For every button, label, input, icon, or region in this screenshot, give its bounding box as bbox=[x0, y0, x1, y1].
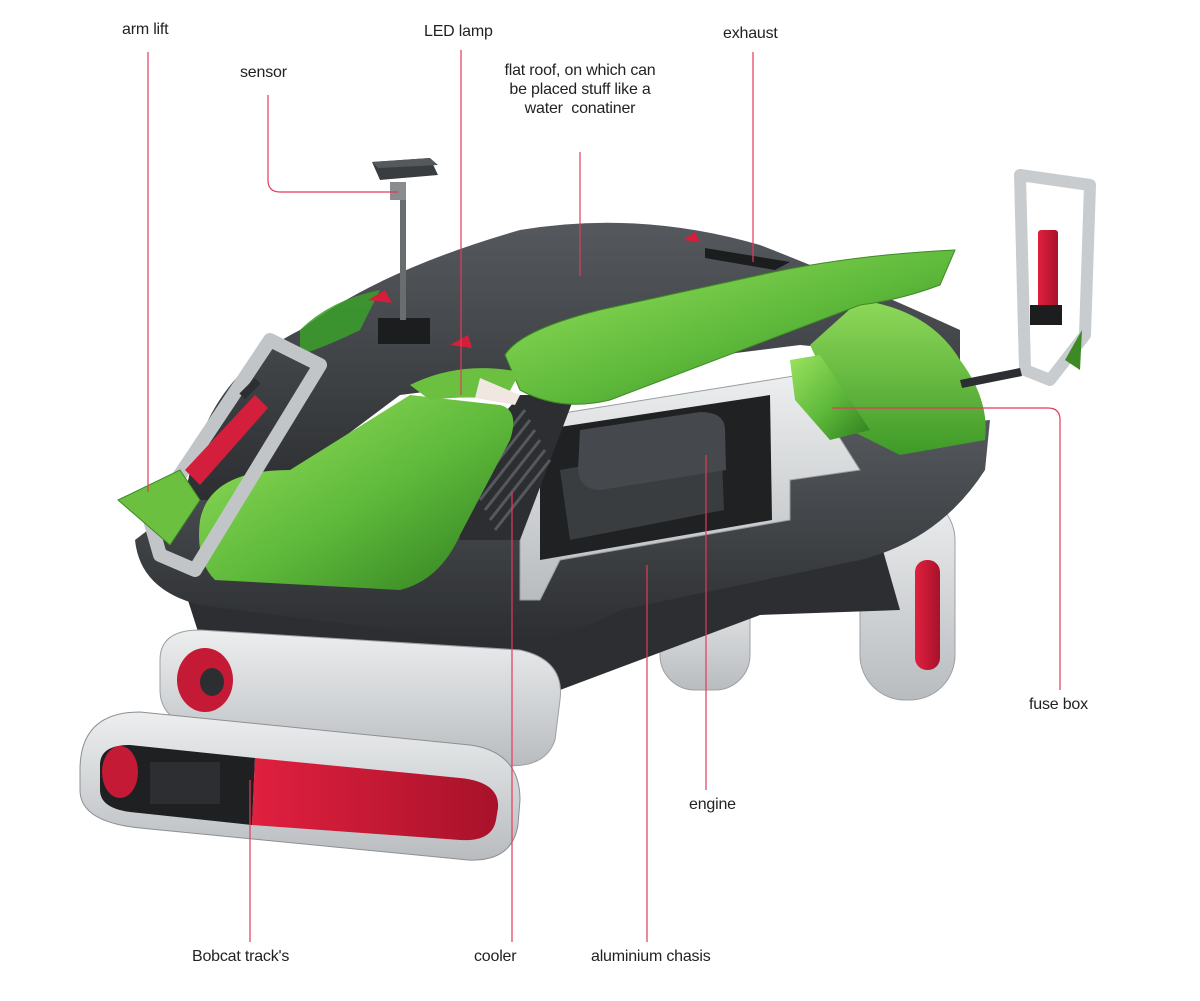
leader-fuse-box bbox=[832, 407, 1061, 690]
rear-arm-lift bbox=[960, 169, 1096, 388]
sensor-unit bbox=[372, 158, 438, 344]
front-green-fender bbox=[199, 395, 514, 590]
label-engine: engine bbox=[689, 796, 736, 813]
bobcat-track-front bbox=[79, 711, 521, 861]
label-fuse-box: fuse box bbox=[1029, 696, 1088, 713]
label-exhaust: exhaust bbox=[723, 25, 778, 42]
leader-lines bbox=[147, 50, 1061, 942]
leader-sensor bbox=[267, 95, 398, 193]
label-flat-roof: flat roof, on which can be placed stuff … bbox=[504, 62, 656, 117]
label-bobcat-tracks: Bobcat track's bbox=[192, 948, 290, 965]
exhaust-vent bbox=[705, 248, 790, 270]
label-cooler: cooler bbox=[474, 948, 517, 965]
red-marker-3 bbox=[683, 232, 700, 242]
label-arm-lift: arm lift bbox=[122, 21, 169, 38]
label-sensor: sensor bbox=[240, 64, 287, 81]
label-aluminium-chasis: aluminium chasis bbox=[591, 948, 711, 965]
red-marker-1 bbox=[368, 290, 392, 303]
front-arm-lift bbox=[117, 333, 327, 577]
open-green-hood bbox=[504, 249, 956, 405]
label-led-lamp: LED lamp bbox=[424, 23, 493, 40]
